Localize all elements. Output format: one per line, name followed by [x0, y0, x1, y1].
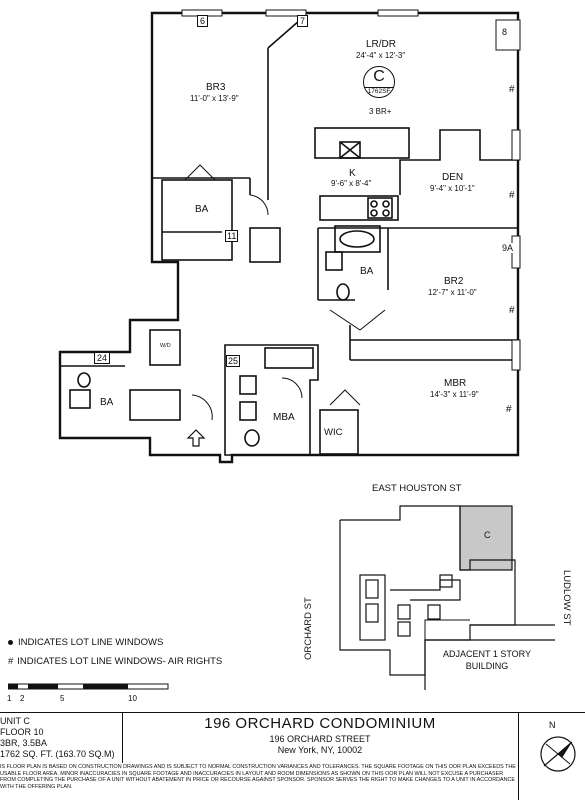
- window-tag: 24: [94, 352, 111, 364]
- room-lrdr-label: LR/DR: [366, 39, 397, 50]
- lot-line-mark: #: [509, 84, 515, 95]
- address-line1: 196 ORCHARD STREET: [269, 734, 371, 744]
- unit-beds-baths: 3BR, 3.5BA: [0, 738, 48, 748]
- scale-tick-1: 1: [7, 694, 12, 703]
- window-tag: 8: [502, 27, 508, 37]
- scale-tick-2: 2: [20, 694, 25, 703]
- legend-hash-row: #INDICATES LOT LINE WINDOWS- AIR RIGHTS: [8, 656, 222, 667]
- room-wd-label: W/D: [160, 343, 171, 349]
- dot-icon: [8, 639, 13, 645]
- footer-divider-left: [122, 712, 123, 763]
- unit-area: 1762 SQ. FT. (163.70 SQ.M): [0, 749, 115, 759]
- unit-floor: FLOOR 10: [0, 727, 44, 737]
- window-tag: 11: [225, 230, 239, 242]
- disclaimer: IS FLOOR PLAN IS BASED ON CONSTRUCTION D…: [0, 764, 516, 790]
- site-unit-letter: C: [484, 530, 491, 540]
- room-ba-lower-label: BA: [100, 397, 114, 408]
- unit-badge-sf: 1762SF: [364, 87, 394, 96]
- room-br2-dim: 12'-7" x 11'-0": [428, 288, 477, 297]
- lot-line-mark: #: [509, 190, 515, 201]
- north-label: N: [549, 720, 556, 730]
- room-mbr-dim: 14'-3" x 11'-9": [430, 390, 479, 399]
- legend-dot-row: INDICATES LOT LINE WINDOWS: [8, 637, 163, 648]
- floor-plan: [58, 9, 521, 464]
- scale-bar: [8, 683, 169, 690]
- room-wic-label: WIC: [324, 427, 343, 438]
- footer-divider-right: [518, 712, 519, 800]
- lot-line-mark: #: [506, 404, 512, 415]
- building-title: 196 ORCHARD CONDOMINIUM: [204, 715, 436, 732]
- scale-tick-10: 10: [128, 694, 137, 703]
- window-tag: 25: [226, 355, 241, 367]
- room-den-label: DEN: [442, 172, 464, 183]
- room-br3-dim: 11'-0" x 13'-9": [190, 94, 239, 103]
- unit-info: UNIT C FLOOR 10 3BR, 3.5BA 1762 SQ. FT. …: [0, 716, 115, 760]
- room-br2-label: BR2: [444, 276, 464, 287]
- unit-badge: C 1762SF: [363, 66, 395, 98]
- room-lrdr-dim: 24'-4" x 12'-3": [356, 51, 406, 60]
- window-tag: 7: [297, 15, 309, 27]
- window-tag: 6: [197, 15, 209, 27]
- room-den-dim: 9'-4" x 10'-1": [430, 184, 475, 193]
- legend-hash-label: INDICATES LOT LINE WINDOWS- AIR RIGHTS: [17, 656, 223, 667]
- room-mba-label: MBA: [273, 412, 295, 423]
- room-mbr-label: MBR: [444, 378, 467, 389]
- hash-icon: #: [8, 656, 14, 667]
- street-west-label: ORCHARD ST: [303, 597, 314, 660]
- north-compass-icon: [540, 736, 576, 772]
- room-ba-mid-label: BA: [360, 266, 374, 277]
- legend-dot-label: INDICATES LOT LINE WINDOWS: [18, 637, 164, 648]
- scale-tick-5: 5: [60, 694, 65, 703]
- footer-divider: [0, 712, 585, 713]
- unit-beds: 3 BR+: [369, 107, 392, 116]
- room-kitchen-label: K: [349, 168, 356, 179]
- unit-name: UNIT C: [0, 716, 30, 726]
- room-ba-upper-label: BA: [195, 204, 209, 215]
- unit-badge-letter: C: [373, 68, 385, 85]
- address-line2: New York, NY, 10002: [277, 745, 363, 755]
- room-kitchen-dim: 9'-6" x 8'-4": [331, 179, 372, 188]
- room-br3-label: BR3: [206, 82, 226, 93]
- window-tag: 9A: [502, 243, 514, 253]
- street-east-label: LUDLOW ST: [561, 570, 572, 626]
- street-north-label: EAST HOUSTON ST: [372, 483, 462, 494]
- lot-line-mark: #: [509, 305, 515, 316]
- site-plan: [339, 505, 555, 690]
- adjacent-building-label: ADJACENT 1 STORY BUILDING: [442, 649, 532, 671]
